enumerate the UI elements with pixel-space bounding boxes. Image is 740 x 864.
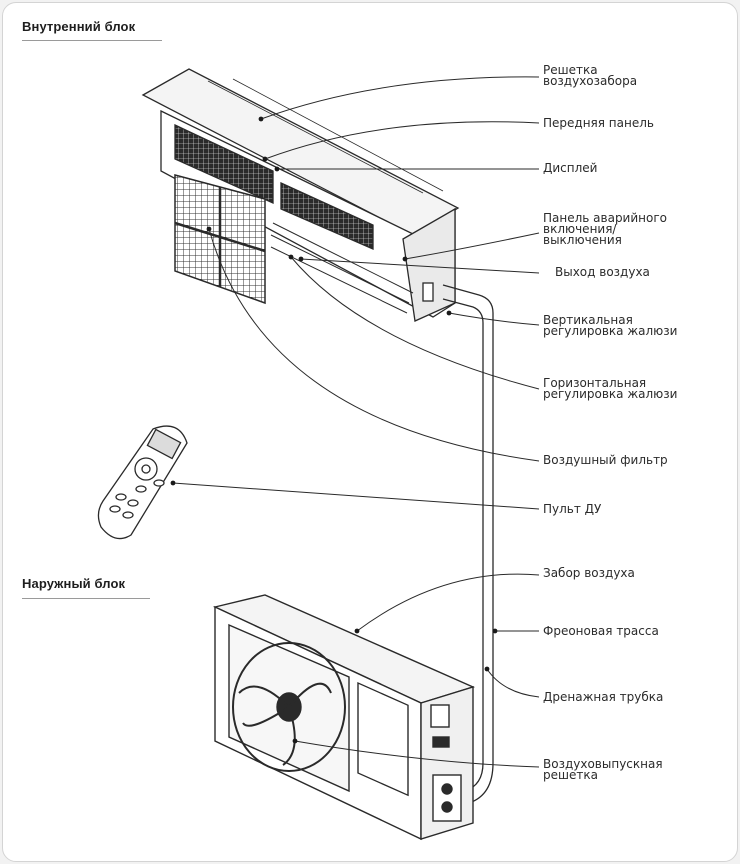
air-filter-frame-bars — [174, 187, 266, 287]
label-refrigerant-line: Фреоновая трасса — [543, 624, 659, 638]
label-front-panel: Передняя панель — [543, 116, 654, 130]
indoor-unit-title: Внутренний блок — [22, 19, 136, 34]
label-air-outlet: Выход воздуха — [555, 265, 650, 279]
fan-blades — [238, 682, 332, 766]
label-air-filter: Воздушный фильтр — [543, 453, 668, 467]
outdoor-unit-title: Наружный блок — [22, 576, 126, 591]
valve-cover — [432, 774, 462, 822]
display-window — [422, 282, 434, 302]
callout-lines — [172, 76, 540, 768]
label-air-intake: Забор воздуха — [543, 566, 635, 580]
label-drain-pipe: Дренажная трубка — [543, 690, 664, 704]
side-handle — [430, 704, 450, 728]
indoor-intake-mesh — [174, 123, 274, 205]
indoor-unit — [141, 68, 460, 322]
outdoor-unit — [212, 594, 475, 841]
indoor-lid — [141, 68, 460, 236]
outdoor-title-rule — [22, 598, 150, 599]
label-remote: Пульт ДУ — [543, 502, 602, 516]
service-panel — [357, 681, 409, 797]
callout-dots — [170, 116, 498, 744]
remote-control — [97, 425, 188, 540]
fan-blade-ring — [232, 642, 346, 772]
indoor-front-grille — [280, 181, 374, 250]
indoor-side-panel — [402, 207, 456, 322]
indoor-lid-ribs — [207, 78, 444, 194]
remote-screen — [146, 428, 182, 460]
indoor-louver-slots — [270, 222, 414, 314]
refrigerant-pipe — [442, 284, 494, 804]
label-display: Дисплей — [543, 161, 598, 175]
indoor-title-rule — [22, 40, 162, 41]
illustration — [97, 68, 540, 841]
